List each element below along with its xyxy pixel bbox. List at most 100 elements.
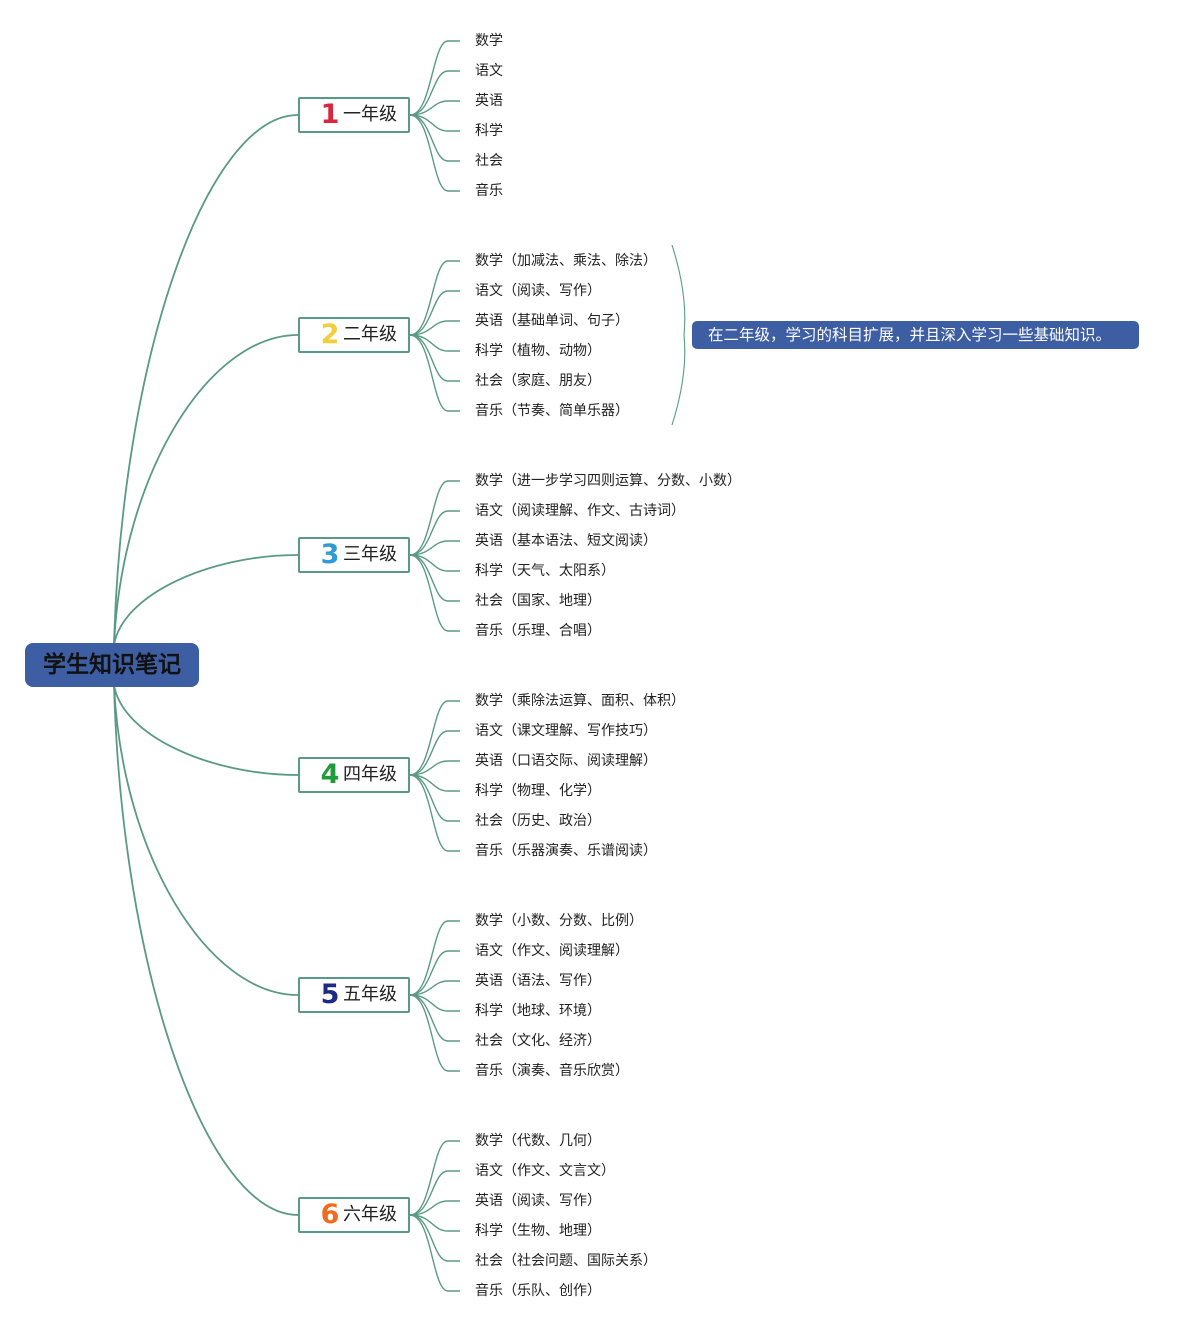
- grade-label: 四年级: [343, 764, 397, 785]
- connector: [409, 950, 460, 996]
- connector: [409, 114, 460, 162]
- grade-number-icon: 2: [320, 319, 340, 350]
- connector: [409, 40, 460, 116]
- grade-number-icon: 1: [320, 99, 340, 130]
- grade-label: 一年级: [343, 104, 397, 125]
- summary-note[interactable]: 在二年级，学习的科目扩展，并且深入学习一些基础知识。: [692, 321, 1139, 349]
- grade-label: 二年级: [343, 324, 397, 345]
- subject-item[interactable]: 语文（课文理解、写作技巧）: [475, 723, 657, 739]
- subject-item[interactable]: 社会（国家、地理）: [475, 593, 601, 609]
- grade-number-icon: 5: [320, 979, 340, 1010]
- subject-item[interactable]: 科学（天气、太阳系）: [475, 563, 615, 579]
- connector: [409, 554, 460, 632]
- subject-item[interactable]: 社会: [475, 153, 503, 169]
- subject-item[interactable]: 科学: [475, 123, 503, 139]
- connector: [113, 334, 299, 646]
- grade-label: 五年级: [343, 984, 397, 1005]
- subject-item[interactable]: 语文（作文、文言文）: [475, 1163, 615, 1179]
- connector: [409, 1214, 460, 1232]
- connector: [671, 244, 686, 426]
- connector: [113, 554, 299, 646]
- grade-label: 六年级: [343, 1204, 397, 1225]
- grade-number-icon: 3: [320, 539, 340, 570]
- connector: [409, 554, 460, 602]
- subject-item[interactable]: 英语: [475, 93, 503, 109]
- subject-item[interactable]: 语文（阅读、写作）: [475, 283, 601, 299]
- connector: [409, 114, 460, 192]
- connector: [409, 480, 460, 556]
- connector: [409, 760, 460, 776]
- connector: [409, 1214, 460, 1262]
- subject-item[interactable]: 音乐（乐队、创作）: [475, 1283, 601, 1299]
- connector: [113, 684, 299, 996]
- subject-item[interactable]: 数学: [475, 33, 503, 49]
- grade-label: 三年级: [343, 544, 397, 565]
- connector: [409, 334, 460, 382]
- subject-item[interactable]: 英语（基本语法、短文阅读）: [475, 533, 657, 549]
- subject-item[interactable]: 科学（物理、化学）: [475, 783, 601, 799]
- connector: [409, 1140, 460, 1216]
- subject-item[interactable]: 语文（作文、阅读理解）: [475, 943, 629, 959]
- connector: [113, 684, 299, 776]
- connector: [113, 684, 299, 1216]
- subject-item[interactable]: 英语（基础单词、句子）: [475, 313, 629, 329]
- connector: [409, 730, 460, 776]
- connector: [113, 114, 299, 646]
- summary-note-text: 在二年级，学习的科目扩展，并且深入学习一些基础知识。: [708, 326, 1112, 344]
- connector: [409, 334, 460, 412]
- connector: [409, 774, 460, 852]
- grade-number-icon: 6: [320, 1199, 340, 1230]
- subject-item[interactable]: 科学（地球、环境）: [475, 1003, 601, 1019]
- subject-item[interactable]: 音乐（乐理、合唱）: [475, 623, 601, 639]
- subject-item[interactable]: 音乐（乐器演奏、乐谱阅读）: [475, 843, 657, 859]
- subject-item[interactable]: 英语（阅读、写作）: [475, 1193, 601, 1209]
- connector: [409, 920, 460, 996]
- subject-item[interactable]: 社会（社会问题、国际关系）: [475, 1253, 657, 1269]
- connector: [409, 1170, 460, 1216]
- connector: [409, 774, 460, 792]
- connector: [409, 994, 460, 1042]
- subject-item[interactable]: 语文（阅读理解、作文、古诗词）: [475, 503, 685, 519]
- subject-item[interactable]: 英语（口语交际、阅读理解）: [475, 753, 657, 769]
- connector: [409, 994, 460, 1012]
- subject-item[interactable]: 数学（乘除法运算、面积、体积）: [475, 693, 685, 709]
- connector: [409, 1214, 460, 1292]
- subject-item[interactable]: 音乐（演奏、音乐欣赏）: [475, 1063, 629, 1079]
- connector: [409, 980, 460, 996]
- subject-item[interactable]: 数学（进一步学习四则运算、分数、小数）: [475, 473, 741, 489]
- root-title: 学生知识笔记: [43, 652, 181, 678]
- subject-item[interactable]: 科学（生物、地理）: [475, 1223, 601, 1239]
- subject-item[interactable]: 数学（代数、几何）: [475, 1133, 601, 1149]
- subject-item[interactable]: 科学（植物、动物）: [475, 343, 601, 359]
- connector: [409, 540, 460, 556]
- subject-item[interactable]: 音乐（节奏、简单乐器）: [475, 403, 629, 419]
- subject-item[interactable]: 社会（家庭、朋友）: [475, 373, 601, 389]
- grade-number-icon: 4: [320, 759, 340, 790]
- subject-item[interactable]: 英语（语法、写作）: [475, 973, 601, 989]
- connector: [409, 510, 460, 556]
- subject-item[interactable]: 社会（文化、经济）: [475, 1033, 601, 1049]
- connector: [409, 774, 460, 822]
- connector: [409, 1200, 460, 1216]
- subject-item[interactable]: 语文: [475, 63, 503, 79]
- connector: [409, 554, 460, 572]
- connector: [409, 100, 460, 116]
- connector: [409, 320, 460, 336]
- subject-item[interactable]: 社会（历史、政治）: [475, 813, 601, 829]
- root-node[interactable]: 学生知识笔记: [25, 643, 199, 687]
- connector: [409, 290, 460, 336]
- connector: [409, 994, 460, 1072]
- connector: [409, 334, 460, 352]
- connector: [409, 700, 460, 776]
- subject-item[interactable]: 音乐: [475, 183, 503, 199]
- subject-item[interactable]: 数学（小数、分数、比例）: [475, 913, 643, 929]
- subject-item[interactable]: 数学（加减法、乘法、除法）: [475, 253, 657, 269]
